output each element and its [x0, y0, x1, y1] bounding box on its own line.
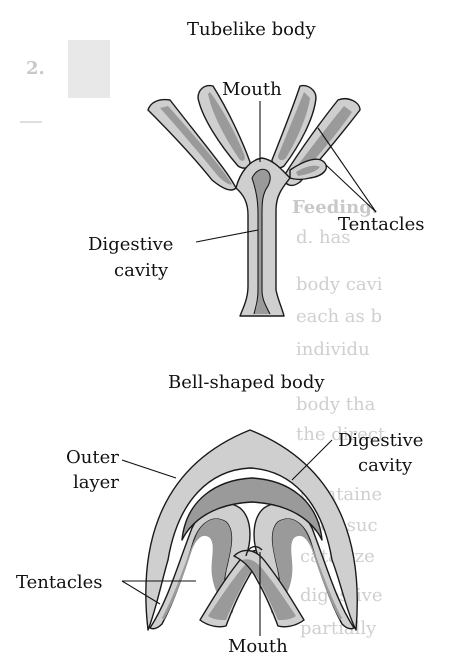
tube-digestive-label-2: cavity [114, 260, 169, 281]
bell-mouth-label: Mouth [228, 636, 288, 657]
tube-mouth-label: Mouth [222, 79, 282, 100]
bleed-line-12: partially [300, 618, 377, 639]
bleed-line-4: each as b [296, 306, 382, 327]
bell-digestive-label-2: cavity [358, 455, 413, 476]
bell-outer-pointer [122, 460, 176, 478]
tube-digestive-label-1: Digestive [88, 234, 173, 255]
bell-title: Bell-shaped body [168, 372, 325, 393]
bell-outer-label-1: Outer [66, 447, 119, 468]
bleed-box [68, 40, 110, 98]
bleed-line-3: body cavi [296, 274, 383, 295]
bleed-line-6: body tha [296, 394, 376, 415]
bell-digestive-label-1: Digestive [338, 430, 423, 451]
bleed-number: 2. [26, 58, 45, 79]
tube-title: Tubelike body [187, 19, 316, 40]
bleed-line-5: individu [296, 339, 370, 360]
bell-tentacles-label: Tentacles [16, 572, 103, 593]
bell-outer-label-2: layer [73, 472, 119, 493]
tube-tentacles-label: Tentacles [338, 214, 425, 235]
